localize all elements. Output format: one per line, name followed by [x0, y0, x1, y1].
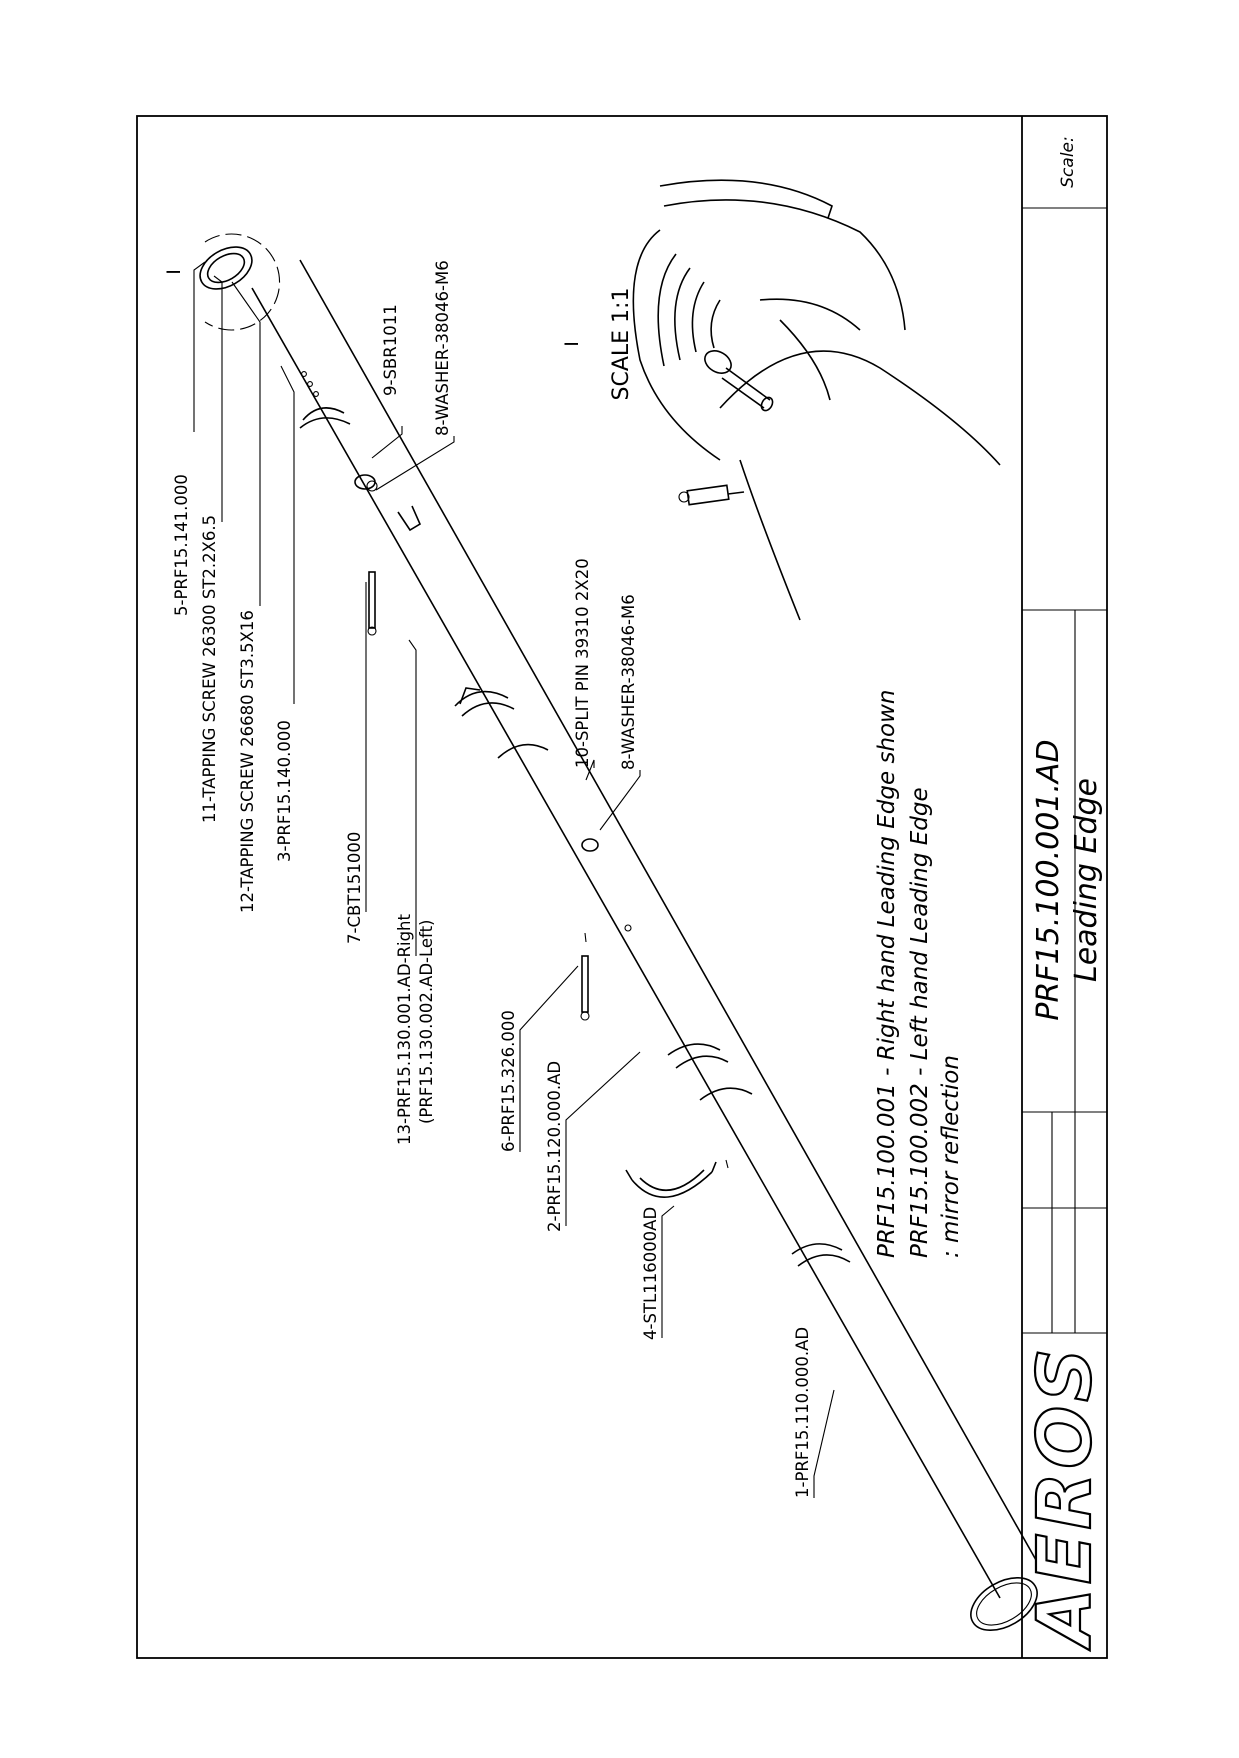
callout-2: 2-PRF15.120.000.AD	[545, 1061, 564, 1232]
callout-9: 9-SBR1011	[381, 304, 400, 396]
note-line-2: PRF15.100.002 - Left hand Leading Edge	[907, 787, 933, 1258]
drawing-border	[136, 115, 1108, 1659]
detail-marker: I	[163, 269, 185, 275]
callout-13-left: (PRF15.130.002.AD-Left)	[417, 920, 436, 1125]
pin-7	[367, 571, 377, 636]
detail-view-marker: I	[561, 341, 583, 347]
callout-3: 3-PRF15.140.000	[275, 720, 294, 862]
callout-8-bottom: 8-WASHER-38046-M6	[619, 594, 638, 770]
callout-6: 6-PRF15.326.000	[499, 1010, 518, 1152]
drawing-title: Leading Edge	[1069, 778, 1104, 982]
callout-leaders	[193, 261, 835, 1498]
scale-label: Scale:	[1058, 136, 1078, 187]
leading-edge-tube	[199, 246, 1038, 1632]
notes-block: PRF15.100.001 - Right hand Leading Edge …	[874, 690, 964, 1258]
detail-circle	[204, 233, 281, 331]
note-line-3: : mirror reflection	[938, 1055, 964, 1258]
callout-4: 4-STL116000AD	[641, 1207, 660, 1340]
detail-scale: SCALE 1:1	[609, 288, 634, 401]
detail-view-drawing	[632, 179, 1001, 621]
callout-13-right: 13-PRF15.130.001.AD-Right	[395, 914, 414, 1145]
callout-10: 10-SPLIT PIN 39310 2X20	[573, 558, 592, 768]
drawing-number: PRF15.100.001.AD	[1031, 739, 1066, 1020]
callout-5: 5-PRF15.141.000	[172, 474, 191, 616]
pin-6	[580, 955, 590, 1021]
callout-11: 11-TAPPING SCREW 26300 ST2.2X6.5	[200, 515, 219, 823]
note-line-1: PRF15.100.001 - Right hand Leading Edge …	[874, 690, 900, 1258]
strap-bracket	[631, 1171, 713, 1198]
callout-8-top: 8-WASHER-38046-M6	[433, 260, 452, 436]
callout-7: 7-CBT151000	[345, 832, 364, 944]
callout-1: 1-PRF15.110.000.AD	[793, 1327, 812, 1498]
company-name: AEROS	[1022, 1344, 1108, 1650]
callout-12: 12-TAPPING SCREW 26680 ST3.5X16	[238, 610, 257, 913]
aeros-logo: AEROS	[1021, 1343, 1109, 1651]
